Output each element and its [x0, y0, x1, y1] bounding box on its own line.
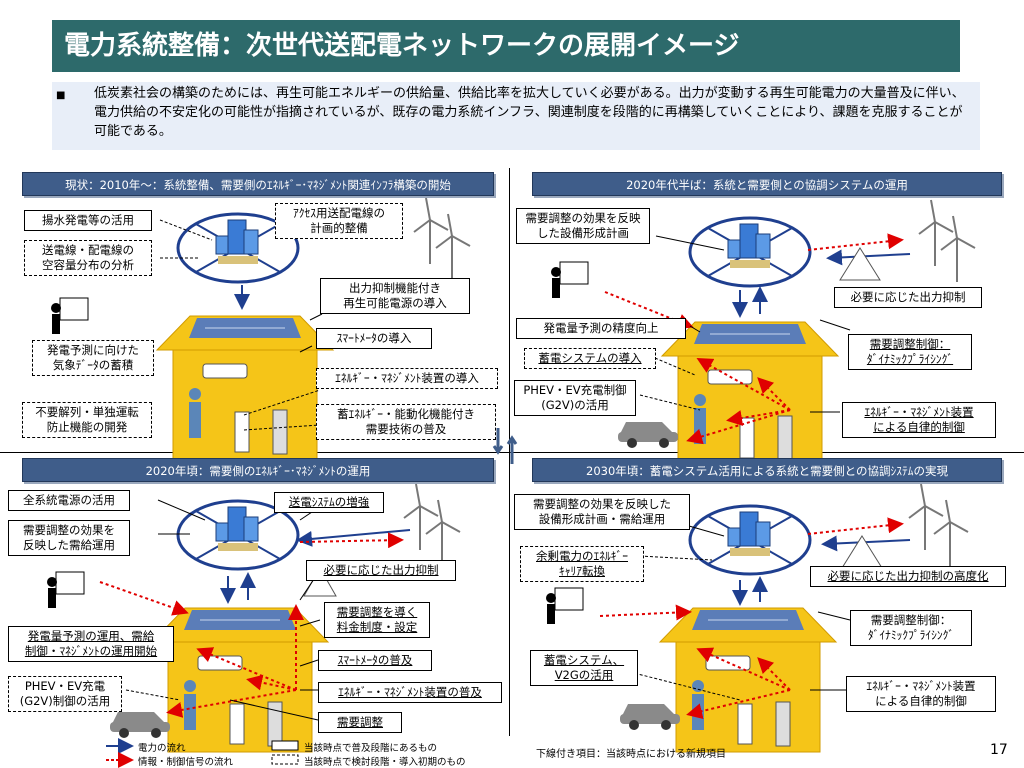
q2-pricing-text: 需要調整制御： ﾀﾞｲﾅﾐｯｸﾌﾟﾗｲｼﾝｸﾞ	[866, 337, 954, 366]
q2-curtail-label: 必要に応じた出力抑制	[834, 287, 982, 308]
q2-storage-text: 蓄電システムの導入	[538, 351, 642, 365]
page-title: 電力系統整備：次世代送配電ネットワークの展開イメージ	[52, 20, 960, 72]
underline-note: 下線付き項目：当該時点における新規項目	[536, 749, 726, 760]
legend-power-text: 電力の流れ	[138, 743, 186, 754]
q2-ems-text: ｴﾈﾙｷﾞｰ・ﾏﾈｼﾞﾒﾝﾄ装置 による自律的制御	[864, 405, 974, 434]
q4-v2g-text: 蓄電システム、 V2Gの活用	[543, 653, 625, 682]
q4-v2g-label: 蓄電システム、 V2Gの活用	[530, 650, 638, 686]
q3-smartmeter-label: ｽﾏｰﾄﾒｰﾀの普及	[318, 650, 432, 671]
q3-dr-text: 需要調整	[337, 715, 383, 729]
q3-forecast-text: 発電量予測の運用、需給 制御・ﾏﾈｼﾞﾒﾝﾄの運用開始	[24, 629, 158, 658]
q3-dr-label: 需要調整	[318, 712, 402, 733]
q4-curtail-label: 必要に応じた出力抑制の高度化	[810, 566, 1006, 587]
q4-carrier-text: 余剰電力のｴﾈﾙｷﾞｰ ｷｬﾘｱ転換	[536, 549, 628, 578]
q1-smartmeter-label: ｽﾏｰﾄﾒｰﾀの導入	[316, 328, 432, 349]
q1-access-label: ｱｸｾｽ用送配電線の 計画的整備	[275, 203, 403, 239]
q4-curtail-text: 必要に応じた出力抑制の高度化	[827, 569, 989, 583]
q1-pumped-label: 揚水発電等の活用	[24, 210, 152, 231]
legend-dash-text: 当該時点で検討段階・導入初期のもの	[304, 757, 466, 768]
q2-header: 2020年代半ば：系統と需要側との協調システムの運用	[532, 172, 1002, 196]
q2-planning-label: 需要調整の効果を反映 した設備形成計画	[516, 208, 650, 244]
q3-ems-text: ｴﾈﾙｷﾞｰ・ﾏﾈｼﾞﾒﾝﾄ装置の普及	[338, 685, 482, 699]
q3-g2v-label: PHEV・EV充電 (G2V)制御の活用	[8, 676, 122, 712]
q3-allsources-label: 全系統電源の活用	[8, 490, 130, 511]
q4-header: 2030年頃：蓄電システム活用による系統と需要側との協調ｼｽﾃﾑの実現	[532, 458, 1002, 482]
q3-transmission-text: 送電ｼｽﾃﾑの増強	[288, 495, 370, 509]
q3-tariff-label: 需要調整を導く 料金制度・設定	[324, 602, 430, 638]
legend-solid-text: 当該時点で普及段階にあるもの	[304, 743, 438, 754]
q4-planning-label: 需要調整の効果を反映した 設備形成計画・需給運用	[514, 494, 690, 530]
q3-forecast-label: 発電量予測の運用、需給 制御・ﾏﾈｼﾞﾒﾝﾄの運用開始	[8, 626, 174, 662]
q3-curtail-label: 必要に応じた出力抑制	[306, 560, 456, 581]
q1-curtail-label: 出力抑制機能付き 再生可能電源の導入	[320, 278, 470, 314]
q2-forecast-label: 発電量予測の精度向上	[516, 318, 686, 339]
q3-balancing-label: 需要調整の効果を 反映した需給運用	[8, 520, 130, 556]
intro-text: 低炭素社会の構築のためには、再生可能エネルギーの供給量、供給比率を拡大していく必…	[94, 86, 965, 139]
q4-pricing-label: 需要調整制御： ﾀﾞｲﾅﾐｯｸﾌﾟﾗｲｼﾝｸﾞ	[850, 610, 972, 646]
q2-ems-label: ｴﾈﾙｷﾞｰ・ﾏﾈｼﾞﾒﾝﾄ装置 による自律的制御	[842, 402, 996, 438]
q2-pricing-label: 需要調整制御： ﾀﾞｲﾅﾐｯｸﾌﾟﾗｲｼﾝｸﾞ	[848, 334, 972, 370]
intro-box: ■ 低炭素社会の構築のためには、再生可能エネルギーの供給量、供給比率を拡大してい…	[52, 82, 980, 150]
q4-ems-label: ｴﾈﾙｷﾞｰ・ﾏﾈｼﾞﾒﾝﾄ装置 による自律的制御	[846, 676, 996, 712]
q3-ems-label: ｴﾈﾙｷﾞｰ・ﾏﾈｼﾞﾒﾝﾄ装置の普及	[318, 682, 502, 703]
q3-header: 2020年頃：需要側のｴﾈﾙｷﾞｰ･ﾏﾈｼﾞﾒﾝﾄの運用	[22, 458, 494, 482]
transition-arrow-icon	[492, 428, 518, 464]
bullet-icon: ■	[56, 90, 66, 101]
q1-header: 現状：2010年～：系統整備、需要側のｴﾈﾙｷﾞｰ･ﾏﾈｼﾞﾒﾝﾄ関連ｲﾝﾌﾗ構…	[22, 172, 494, 196]
legend: 電力の流れ 情報・制御信号の流れ 当該時点で普及段階にあるもの 当該時点で検討段…	[104, 738, 524, 768]
q3-transmission-label: 送電ｼｽﾃﾑの増強	[274, 492, 384, 513]
q1-storage-label: 蓄ｴﾈﾙｷﾞｰ・能動化機能付き 需要技術の普及	[316, 404, 496, 440]
legend-solid-box	[271, 740, 299, 751]
q3-tariff-text: 需要調整を導く 料金制度・設定	[336, 605, 418, 634]
q3-curtail-text: 必要に応じた出力抑制	[323, 563, 439, 577]
legend-info-text: 情報・制御信号の流れ	[138, 757, 234, 768]
q1-weather-label: 発電予測に向けた 気象ﾃﾞｰﾀの蓄積	[32, 340, 154, 376]
q2-g2v-label: PHEV・EV充電制御 (G2V)の活用	[514, 380, 636, 416]
legend-dash-box	[271, 754, 299, 765]
q3-smartmeter-text: ｽﾏｰﾄﾒｰﾀの普及	[337, 653, 413, 667]
q1-ems-label: ｴﾈﾙｷﾞｰ・ﾏﾈｼﾞﾒﾝﾄ装置の導入	[316, 368, 498, 389]
q2-storage-label: 蓄電システムの導入	[524, 348, 656, 369]
q4-carrier-label: 余剰電力のｴﾈﾙｷﾞｰ ｷｬﾘｱ転換	[520, 546, 644, 582]
q1-antiislanding-label: 不要解列・単独運転 防止機能の開発	[22, 402, 152, 438]
q1-capacity-label: 送電線・配電線の 空容量分布の分析	[24, 240, 152, 276]
page-number: 17	[990, 742, 1008, 758]
